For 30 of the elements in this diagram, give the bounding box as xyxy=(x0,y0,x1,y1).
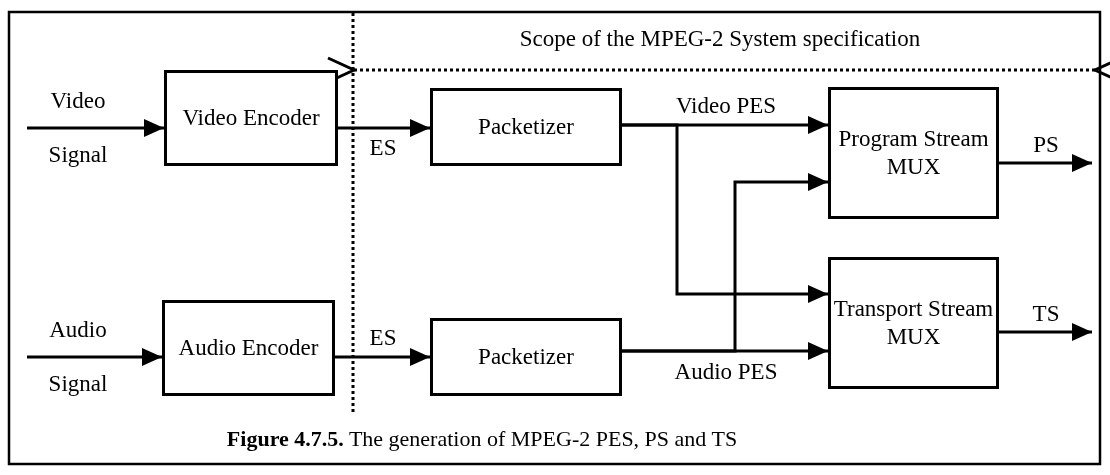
arrow xyxy=(999,154,1092,172)
arrow xyxy=(27,119,164,137)
process-box xyxy=(828,87,999,219)
arrow xyxy=(27,348,162,366)
edge-label: ES xyxy=(369,135,397,161)
edge-label: Audio Signal xyxy=(48,316,108,398)
edge-label: PS xyxy=(1033,132,1059,158)
edge-label: Video PES xyxy=(675,93,777,119)
box-label: Audio Encoder xyxy=(178,334,319,362)
box-label: Packetizer xyxy=(478,343,574,371)
edge-label: ES xyxy=(369,325,397,351)
box-label: Transport Stream MUX xyxy=(832,295,995,351)
box-label: Video Encoder xyxy=(182,104,320,132)
process-box xyxy=(164,70,338,166)
process-box xyxy=(162,300,335,396)
process-box xyxy=(430,318,622,396)
arrow xyxy=(338,119,430,137)
process-box xyxy=(828,257,999,389)
scope-label: Scope of the MPEG-2 System specification xyxy=(519,26,921,52)
edge-label: Video Signal xyxy=(48,87,108,169)
process-box xyxy=(430,88,622,166)
arrow xyxy=(622,123,828,303)
box-label: Packetizer xyxy=(478,113,574,141)
box-label: Program Stream MUX xyxy=(837,125,990,181)
figure-caption: Figure 4.7.5. The generation of MPEG-2 PES, PS and TS xyxy=(226,426,738,452)
arrow xyxy=(622,173,828,353)
arrow xyxy=(999,323,1092,341)
edge-label: Audio PES xyxy=(674,359,778,385)
edge-label: TS xyxy=(1032,301,1060,327)
arrow xyxy=(335,348,430,366)
